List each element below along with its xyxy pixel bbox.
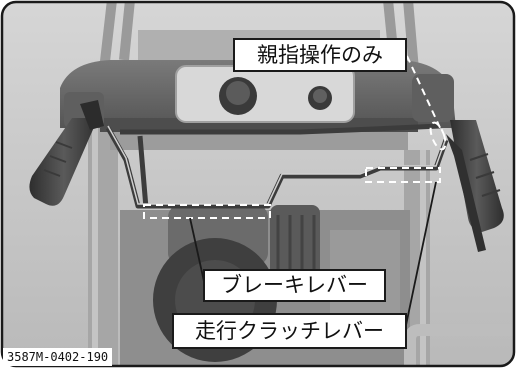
- thumb-operation-callout: 親指操作のみ: [233, 38, 407, 72]
- figure-code: 3587M-0402-190: [3, 348, 113, 366]
- thumb-leader: [406, 55, 443, 133]
- right-grip: [412, 74, 504, 252]
- callout-leaders: [189, 181, 437, 331]
- thumb-lever-highlight: [429, 121, 447, 151]
- clutch-lever-highlight: [365, 167, 441, 183]
- brake-lever-highlight: [143, 204, 271, 219]
- console-panel: [175, 65, 355, 123]
- travel-clutch-lever-callout: 走行クラッチレバー: [172, 313, 407, 349]
- leader-lines: [143, 55, 447, 219]
- left-grip: [29, 92, 104, 206]
- brake-lever-callout: ブレーキレバー: [203, 269, 386, 302]
